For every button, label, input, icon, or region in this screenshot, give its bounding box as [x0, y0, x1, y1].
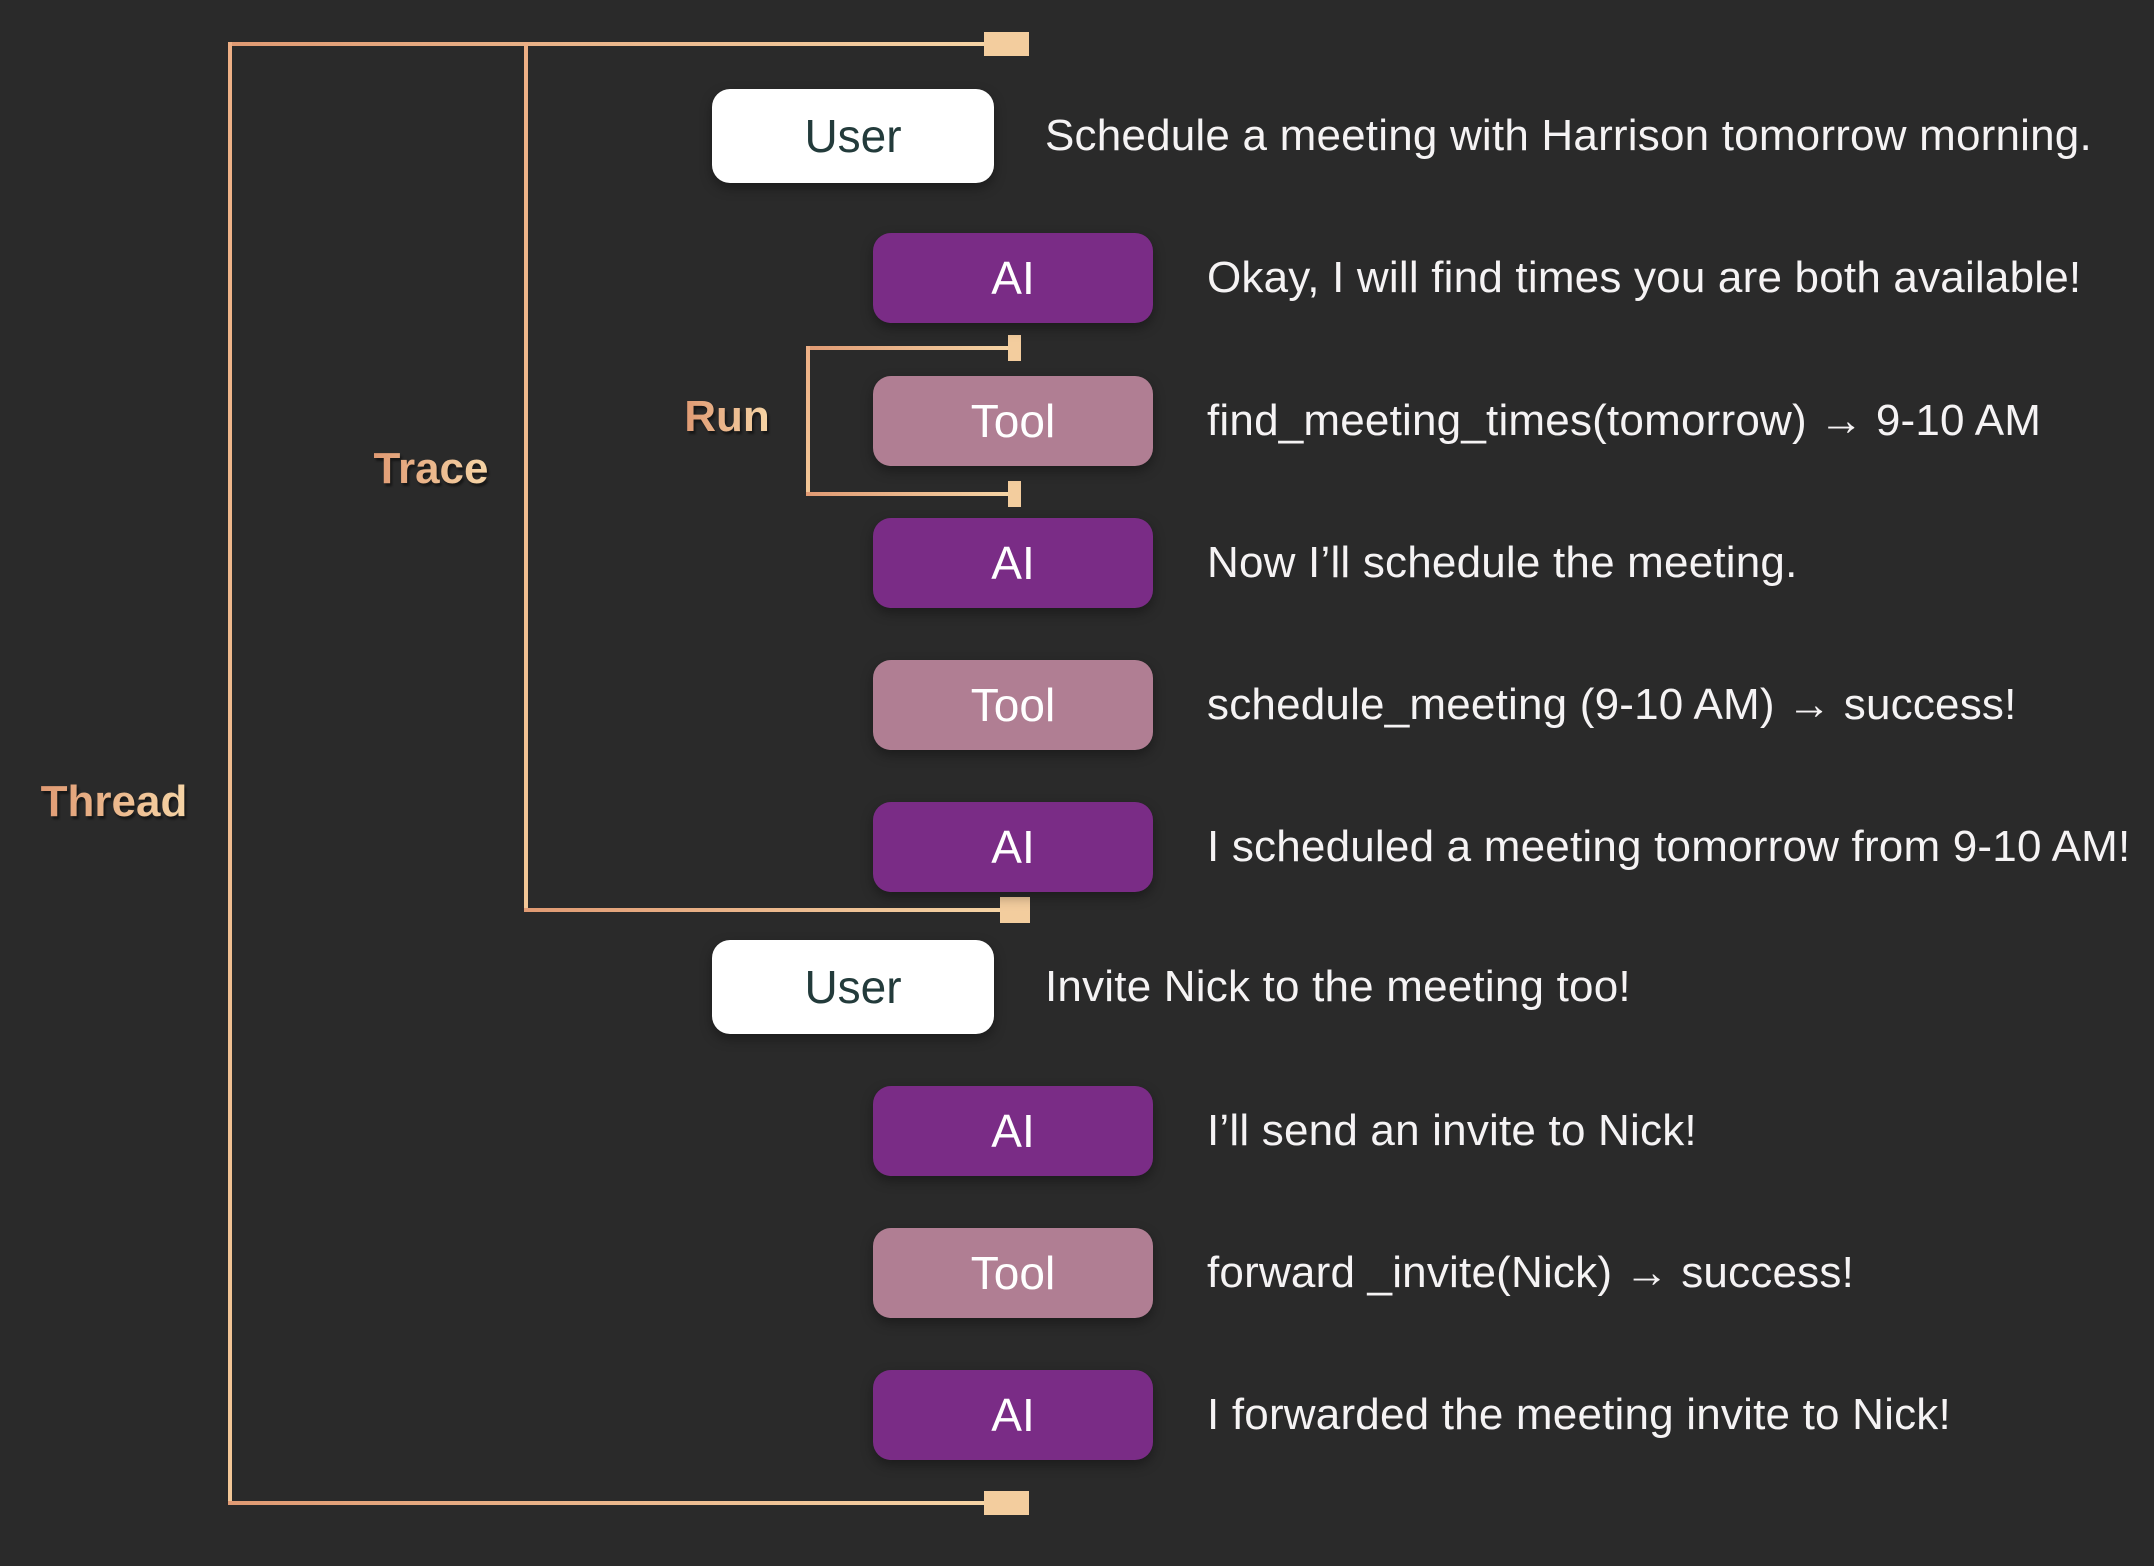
trace-label: Trace — [373, 444, 489, 493]
thread-bracket-top-line — [228, 42, 1010, 46]
trace-bracket-vertical-line — [524, 42, 528, 912]
user-badge: User — [712, 89, 994, 183]
run-bottom-terminator — [1008, 481, 1021, 507]
tool-message: find_meeting_times(tomorrow) → 9-10 AM — [1207, 396, 2042, 445]
run-bracket-bottom-line — [806, 492, 1012, 496]
run-bracket-vertical-line — [806, 346, 810, 496]
thread-top-terminator — [984, 32, 1029, 56]
user-badge: User — [712, 940, 994, 1034]
run-top-terminator — [1008, 335, 1021, 361]
thread-bracket-vertical-line — [228, 42, 232, 1505]
ai-message: I scheduled a meeting tomorrow from 9-10… — [1207, 822, 2131, 871]
ai-badge: AI — [873, 802, 1153, 892]
ai-badge: AI — [873, 1370, 1153, 1460]
tool-badge: Tool — [873, 1228, 1153, 1318]
run-bracket-top-line — [806, 346, 1012, 350]
tool-badge: Tool — [873, 660, 1153, 750]
tool-message: schedule_meeting (9-10 AM) → success! — [1207, 680, 2017, 729]
trace-terminator — [1000, 897, 1030, 923]
ai-badge: AI — [873, 233, 1153, 323]
ai-badge: AI — [873, 518, 1153, 608]
ai-badge: AI — [873, 1086, 1153, 1176]
tool-badge: Tool — [873, 376, 1153, 466]
ai-message: I forwarded the meeting invite to Nick! — [1207, 1390, 1951, 1439]
run-label: Run — [684, 392, 770, 441]
ai-message: Now I’ll schedule the meeting. — [1207, 538, 1798, 587]
user-message: Schedule a meeting with Harrison tomorro… — [1045, 111, 2092, 160]
ai-message: Okay, I will find times you are both ava… — [1207, 253, 2082, 302]
user-message: Invite Nick to the meeting too! — [1045, 962, 1631, 1011]
ai-message: I’ll send an invite to Nick! — [1207, 1106, 1697, 1155]
trace-bracket-bottom-line — [524, 908, 1006, 912]
thread-label: Thread — [40, 777, 188, 826]
thread-bracket-bottom-line — [228, 1501, 1010, 1505]
tool-message: forward _invite(Nick) → success! — [1207, 1248, 1854, 1297]
thread-bottom-terminator — [984, 1491, 1029, 1515]
